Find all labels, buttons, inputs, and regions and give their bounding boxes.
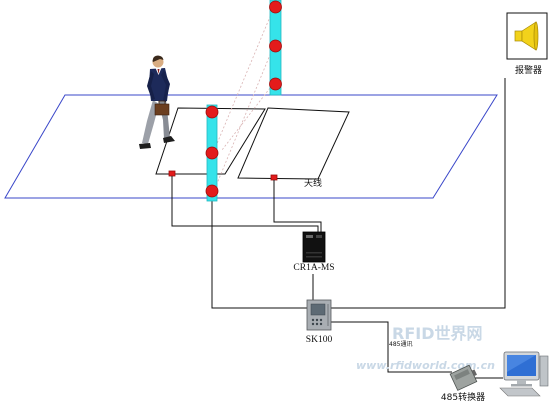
watermark-brand: RFID世界网 (392, 324, 483, 343)
speaker-icon (514, 21, 539, 51)
sensor-light (205, 105, 219, 119)
wire-alarm-to-controller (331, 78, 506, 309)
wire-antenna-left-to-reader (171, 176, 319, 232)
sensor-light (205, 146, 219, 160)
alarm-device (506, 12, 548, 60)
sensor-beam-2 (215, 49, 273, 187)
walking-person-icon (139, 55, 175, 149)
antenna-label: 天线 (304, 177, 322, 189)
antenna-panel-right (237, 107, 350, 180)
antenna-connector-right (270, 174, 278, 181)
converter-device-icon (449, 364, 478, 391)
sensor-pillar-top (269, 0, 282, 96)
converter-label: 485转换器 (441, 391, 485, 403)
antenna-connector-left (168, 170, 176, 177)
sensor-light (269, 39, 282, 53)
controller-label: SK100 (306, 335, 333, 345)
computer-icon (499, 351, 549, 397)
sensor-light (269, 77, 282, 91)
sensor-pillar-bottom (205, 104, 219, 202)
sensor-light (269, 0, 282, 14)
sensor-beam-3 (221, 87, 271, 151)
comm-label: 485通讯 (389, 340, 412, 348)
controller-device-icon (306, 299, 332, 331)
wire-controller-to-converter (331, 321, 452, 373)
sensor-beam-1 (215, 11, 273, 147)
reader-device-icon (302, 231, 326, 263)
reader-label: CR1A-MS (293, 263, 334, 273)
wire-pillar-to-controller (211, 200, 307, 309)
watermark-url: www.rfidworld.com.cn (356, 359, 495, 372)
sensor-light (205, 184, 219, 198)
alarm-label: 报警器 (515, 64, 542, 76)
wire-antenna-right-to-reader (273, 180, 322, 232)
